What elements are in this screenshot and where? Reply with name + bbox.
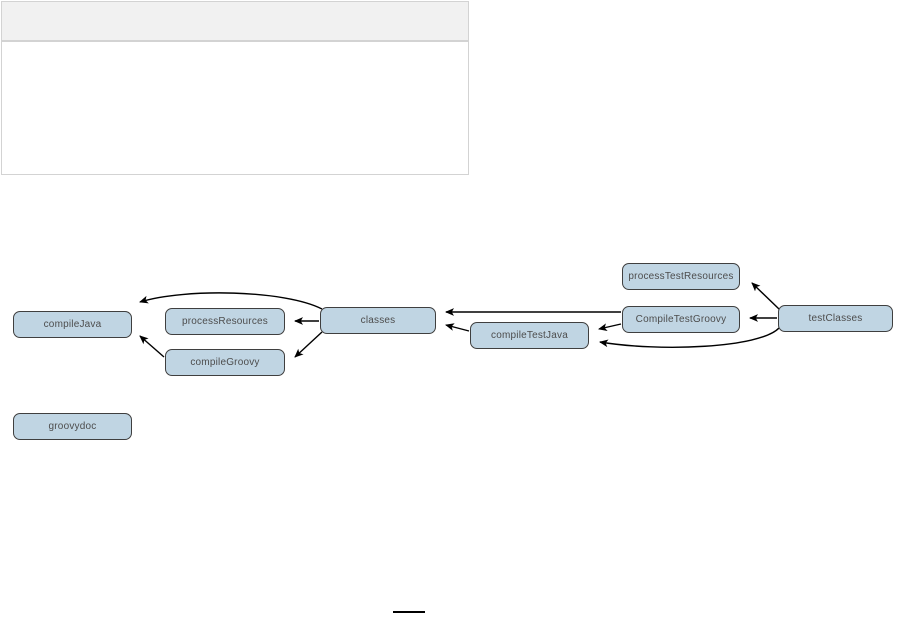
node-groovydoc[interactable]: groovydoc [13,413,132,440]
page-footer-rule [393,611,425,613]
edge-CompileTestGroovy-to-compileTestJava [598,323,622,332]
node-label: compileJava [43,319,102,330]
node-compileTestJava[interactable]: compileTestJava [470,322,589,349]
edge-testClasses-to-processTestResources [751,282,780,310]
node-label: testClasses [808,313,863,324]
node-compileJava[interactable]: compileJava [13,311,132,338]
node-CompileTestGroovy[interactable]: CompileTestGroovy [622,306,740,333]
table-header-row [2,2,468,42]
edge-classes-to-compileGroovy [294,331,323,358]
node-label: processResources [181,316,268,327]
node-testClasses[interactable]: testClasses [778,305,893,332]
node-label: CompileTestGroovy [635,314,727,325]
node-label: groovydoc [48,421,97,432]
table-body [2,42,468,174]
node-classes[interactable]: classes [320,307,436,334]
edge-compileGroovy-to-compileJava [139,335,165,358]
edge-compileTestJava-to-classes [445,323,470,332]
node-label: compileGroovy [190,357,260,368]
node-label: compileTestJava [491,330,568,341]
edge-classes-to-compileJava [139,292,323,310]
node-compileGroovy[interactable]: compileGroovy [165,349,285,376]
node-label: classes [360,315,396,326]
node-processTestResources[interactable]: processTestResources [622,263,740,290]
empty-table-panel [1,1,469,175]
node-label: processTestResources [628,271,734,282]
node-processResources[interactable]: processResources [165,308,285,335]
